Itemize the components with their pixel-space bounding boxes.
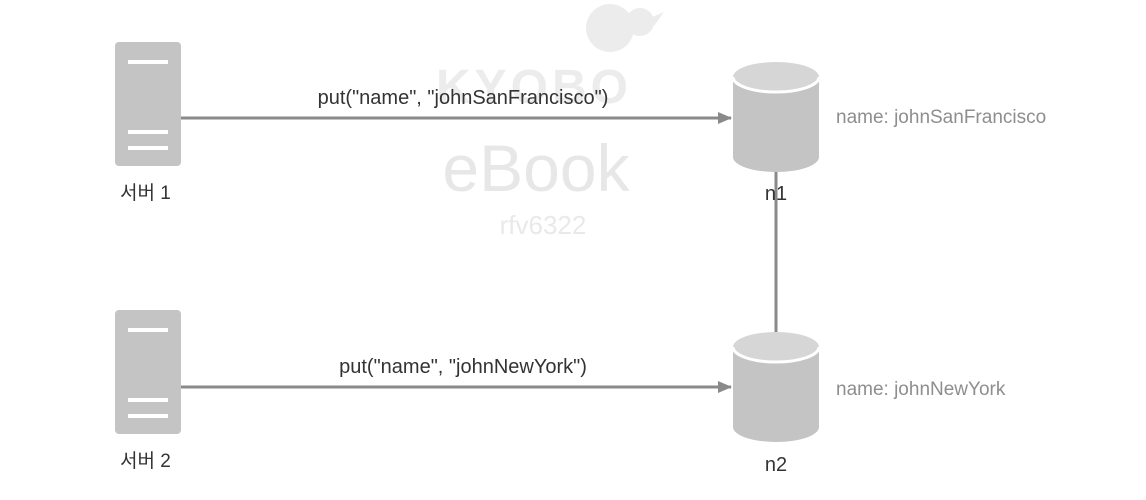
node-n2-value: name: johnNewYork (836, 379, 1006, 400)
server-2-label: 서버 2 (120, 451, 171, 472)
node-n1-label: n1 (764, 183, 788, 205)
server-1-label: 서버 1 (120, 183, 171, 204)
node-n1-database-icon (731, 62, 821, 172)
server-2-icon (115, 310, 181, 434)
watermark-title: eBook (442, 131, 630, 205)
watermark-bird-icon (586, 4, 664, 52)
watermark-brand: KYOBO (435, 61, 633, 114)
node-n2-database-icon (731, 332, 821, 442)
watermark-user-id: rfv6322 (499, 210, 587, 240)
node-n1-value: name: johnSanFrancisco (836, 107, 1047, 128)
put-message-1: put("name", "johnSanFrancisco") (317, 87, 609, 109)
node-n2-label: n2 (764, 454, 788, 476)
server-1-icon (115, 42, 181, 166)
put-message-2: put("name", "johnNewYork") (339, 356, 587, 378)
